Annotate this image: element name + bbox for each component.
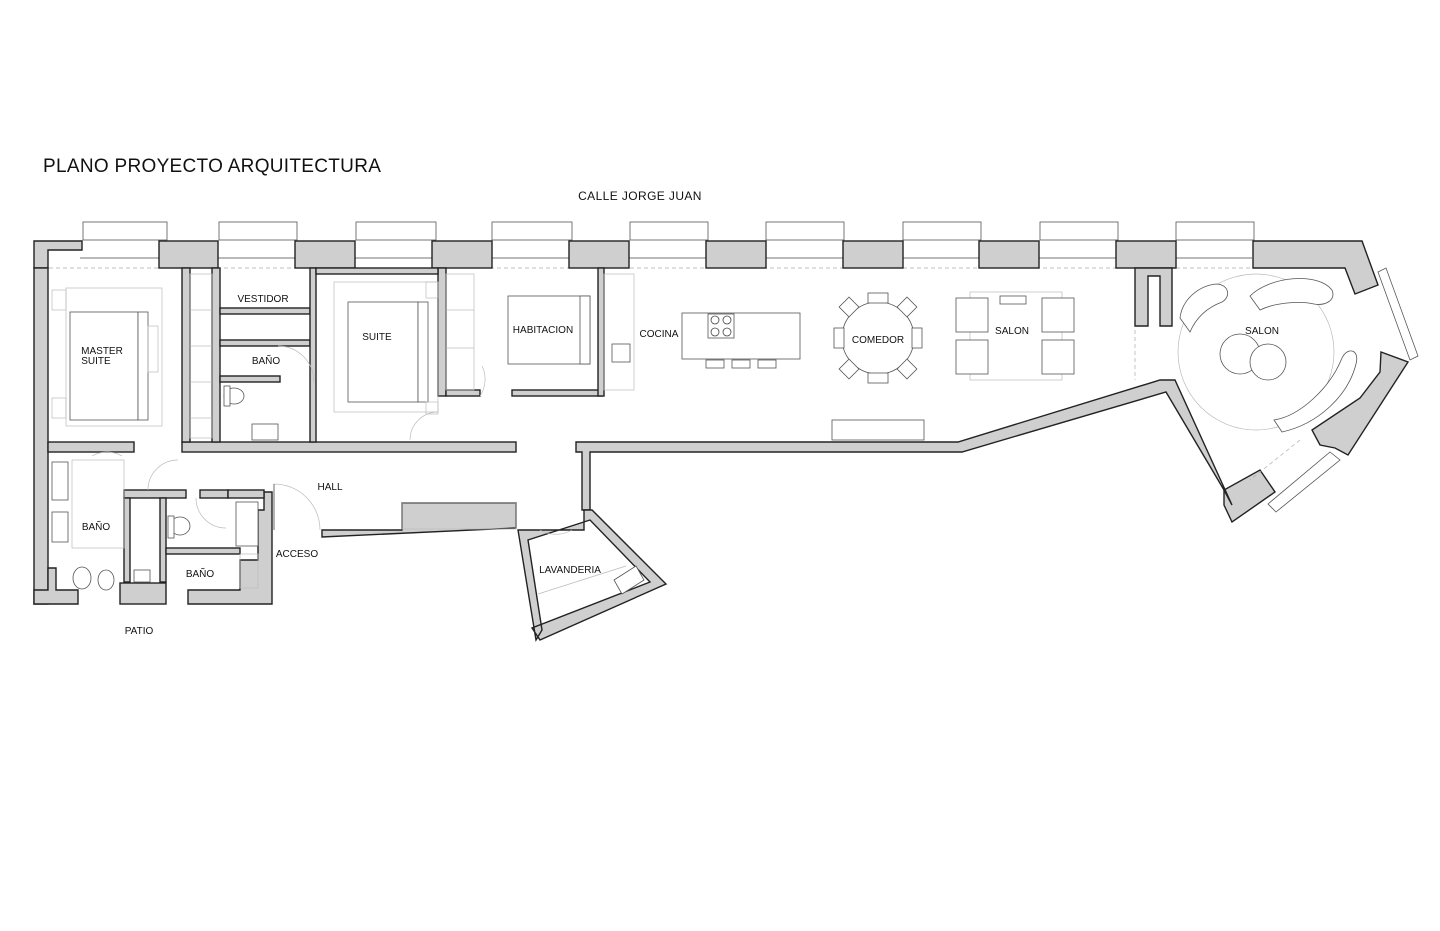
label-habitacion: HABITACION bbox=[513, 325, 573, 336]
label-master-suite-2: SUITE bbox=[81, 356, 111, 367]
walls bbox=[33, 240, 1410, 642]
label-cocina: COCINA bbox=[640, 329, 679, 340]
label-hall: HALL bbox=[317, 482, 342, 493]
label-patio: PATIO bbox=[125, 626, 154, 637]
label-comedor: COMEDOR bbox=[852, 335, 904, 346]
label-salon-1: SALON bbox=[995, 326, 1029, 337]
label-bano-2: BAÑO bbox=[82, 520, 111, 533]
street-label: CALLE JORGE JUAN bbox=[578, 189, 702, 203]
label-bano-1: BAÑO bbox=[252, 354, 281, 367]
label-acceso: ACCESO bbox=[276, 549, 318, 560]
plan-title: PLANO PROYECTO ARQUITECTURA bbox=[43, 156, 382, 177]
furniture bbox=[51, 267, 1419, 595]
label-salon-2: SALON bbox=[1245, 326, 1279, 337]
label-bano-3: BAÑO bbox=[186, 567, 215, 580]
doors bbox=[91, 345, 573, 535]
label-suite: SUITE bbox=[362, 332, 392, 343]
label-lavanderia: LAVANDERIA bbox=[539, 565, 601, 576]
label-master-suite-1: MASTER bbox=[81, 346, 123, 357]
facade-windows bbox=[42, 221, 1255, 269]
room-labels: MASTER SUITE VESTIDOR BAÑO SUITE HABITAC… bbox=[81, 294, 1279, 637]
label-vestidor: VESTIDOR bbox=[237, 294, 288, 305]
